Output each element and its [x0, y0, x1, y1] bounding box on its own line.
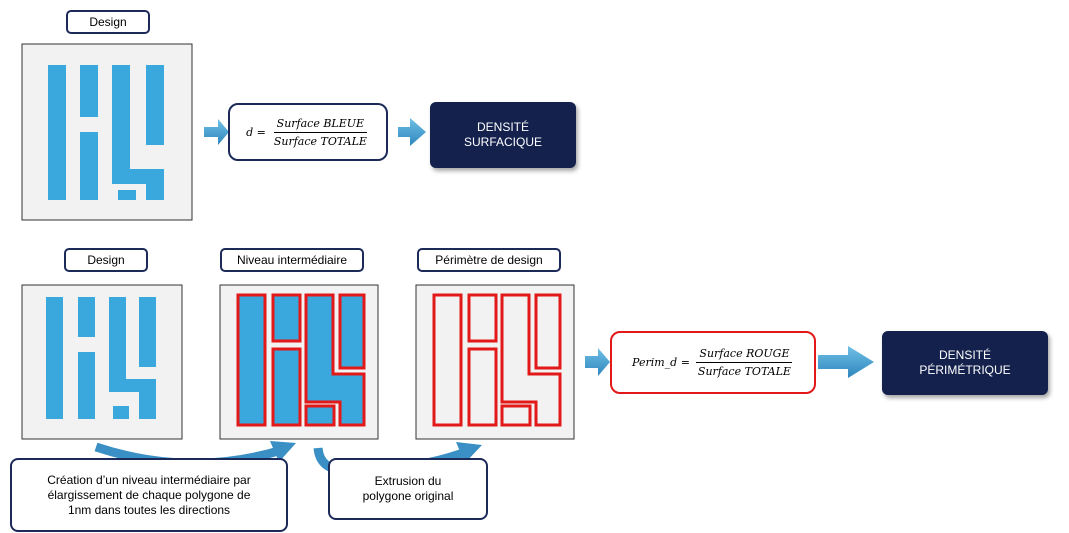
surface-density-result: DENSITÉ SURFACIQUE — [430, 102, 576, 168]
note-line3: 1nm dans toutes les directions — [67, 502, 231, 517]
extrusion-note: Extrusion du polygone original — [328, 458, 488, 520]
formula-denominator: Surface TOTALE — [697, 365, 791, 378]
result-line1: DENSITÉ — [476, 120, 529, 134]
perimeter-density-formula: Perim_d = Surface ROUGE Surface TOTALE — [610, 331, 816, 394]
result-line1: DENSITÉ — [938, 348, 991, 362]
intermediate-panel — [219, 284, 379, 440]
intermediate-level-label: Niveau intermédiaire — [220, 248, 364, 272]
top-design-panel — [21, 43, 193, 221]
formula-fraction: Surface ROUGE Surface TOTALE — [695, 347, 794, 378]
widening-note: Création d’un niveau intermédiaire par é… — [10, 458, 288, 532]
note-line1: Création d’un niveau intermédiaire par — [47, 472, 251, 487]
note-line2: polygone original — [362, 489, 454, 503]
formula-lhs: d = — [246, 125, 266, 139]
result-line2: PÉRIMÉTRIQUE — [919, 363, 1011, 377]
formula-numerator: Surface BLEUE — [273, 117, 368, 133]
formula-numerator: Surface ROUGE — [696, 347, 793, 363]
bottom-design-panel — [21, 284, 183, 440]
perimeter-label: Périmètre de design — [417, 248, 561, 272]
top-design-label: Design — [66, 10, 150, 34]
top-arrow-to-formula — [204, 119, 229, 145]
perimeter-panel — [415, 284, 575, 440]
formula-fraction: Surface BLEUE Surface TOTALE — [271, 117, 370, 148]
bottom-arrow-to-formula — [585, 348, 610, 376]
result-line2: SURFACIQUE — [463, 135, 542, 149]
formula-lhs: Perim_d = — [632, 356, 690, 369]
note-line1: Extrusion du — [374, 474, 442, 488]
note-line2: élargissement de chaque polygone de — [47, 487, 251, 502]
top-arrow-to-result — [398, 118, 426, 146]
bottom-arrow-to-result — [818, 346, 874, 378]
surface-density-formula: d = Surface BLEUE Surface TOTALE — [228, 103, 388, 161]
formula-denominator: Surface TOTALE — [273, 134, 367, 148]
perimeter-density-result: DENSITÉ PÉRIMÉTRIQUE — [882, 331, 1048, 395]
bottom-design-label: Design — [64, 248, 148, 272]
